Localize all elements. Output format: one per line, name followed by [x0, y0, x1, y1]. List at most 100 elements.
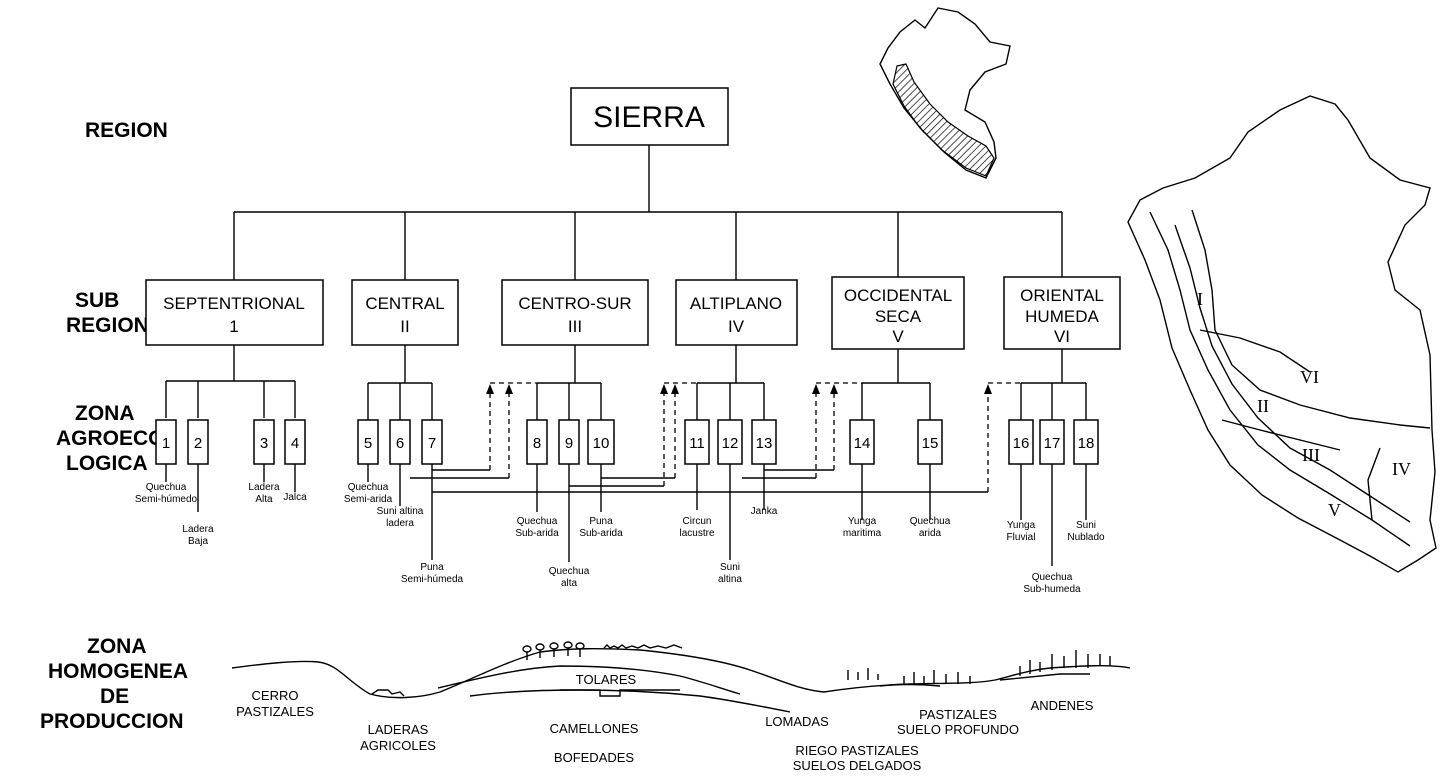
level-label-sub-region-1: SUB [75, 289, 119, 312]
map-label-v: V [1328, 500, 1341, 520]
zone-connectors [165, 345, 1087, 420]
zone-box [1073, 419, 1099, 465]
zone-label-line: Suni [1076, 520, 1096, 531]
zone-box [187, 419, 209, 465]
subregion-number: VI [1054, 327, 1070, 346]
root-node-box [570, 87, 729, 146]
subregion-box [501, 279, 649, 346]
zone-number: 15 [922, 435, 939, 452]
zone-label-line: Quechua [348, 482, 389, 493]
label-bofedades: BOFEDADES [554, 750, 635, 765]
tree-icons [522, 641, 585, 660]
zone-number: 18 [1078, 435, 1095, 452]
level-label-zona-agro-1: ZONA [75, 402, 135, 425]
zone-label-line: Ladera [248, 482, 280, 493]
subregion-name: CENTRO-SUR [518, 294, 631, 313]
subregion-name: SEPTENTRIONAL [163, 294, 305, 313]
zone-nodes: 1QuechuaSemi-húmedo2LaderaBaja3LaderaAlt… [135, 419, 1105, 595]
zone-label-line: Jalca [283, 492, 307, 503]
zone-label-line: Suni [720, 562, 740, 573]
label-suelo-profundo: SUELO PROFUNDO [897, 722, 1019, 737]
zone-number: 1 [162, 435, 170, 452]
cross-link-lines [410, 469, 988, 493]
subregion-node-6: ORIENTAL HUMEDA VI [1003, 276, 1121, 350]
zone-label-line: Semi-húmedo [135, 494, 198, 505]
map-label-i: I [1197, 289, 1203, 309]
map-label-vi: VI [1300, 367, 1319, 387]
zone-label-line: Fluvial [1007, 532, 1036, 543]
subregion-name: ORIENTAL [1020, 286, 1104, 305]
map-label-iv: IV [1392, 459, 1411, 479]
zone-label-line: Alta [255, 494, 273, 505]
large-peru-map: I II III IV V VI [1127, 95, 1437, 573]
subregion-box [145, 279, 324, 346]
zone-number: 8 [533, 435, 541, 452]
zone-label-line: Quechua [549, 566, 590, 577]
zone-label-line: alta [561, 578, 578, 589]
subregion-node-3: CENTRO-SUR III [501, 279, 649, 346]
zone-label-line: Puna [589, 516, 613, 527]
zone-label-line: Quechua [517, 516, 558, 527]
zone-number: 17 [1044, 435, 1061, 452]
subregion-name: CENTRAL [365, 294, 444, 313]
subregion-name-2: SECA [875, 307, 922, 326]
zone-label-line: Ladera [182, 524, 214, 535]
subregion-node-2: CENTRAL II [351, 279, 459, 346]
landscape-profile [231, 641, 1131, 713]
zone-label-line: arida [919, 528, 942, 539]
zone-box [1039, 419, 1065, 465]
label-camellones: CAMELLONES [550, 721, 639, 736]
subregion-name: ALTIPLANO [690, 294, 782, 313]
subregion-node-4: ALTIPLANO IV [675, 279, 798, 346]
zone-box [284, 419, 306, 465]
subregion-number: V [892, 327, 904, 346]
grass-tufts [603, 644, 1111, 684]
zone-label-line: lacustre [679, 528, 714, 539]
level-label-region: REGION [85, 119, 168, 142]
zone-label-line: Suni altina [377, 506, 424, 517]
zone-label-line: Sub-arida [579, 528, 623, 539]
zone-label-line: Circun [683, 516, 712, 527]
level-label-zona-agro-3: LOGICA [66, 452, 148, 475]
zone-label-line: Semi-arida [344, 494, 393, 505]
zone-number: 5 [364, 435, 372, 452]
zone-number: 9 [565, 435, 573, 452]
zone-label-line: Quechua [1032, 572, 1073, 583]
zone-label-line: Semi-húmeda [401, 574, 464, 585]
label-cerro: CERRO [252, 688, 299, 703]
label-riego: RIEGO PASTIZALES [795, 743, 919, 758]
zone-number: 10 [593, 435, 610, 452]
zone-box [558, 419, 580, 465]
zone-number: 4 [291, 435, 299, 452]
label-pastizales-2: PASTIZALES [919, 707, 997, 722]
zone-label-line: Janka [751, 506, 778, 517]
zone-number: 3 [260, 435, 268, 452]
subregion-box [1003, 276, 1121, 350]
subregion-box [831, 276, 965, 350]
zone-label-line: ladera [386, 518, 414, 529]
label-suelos-delgados: SUELOS DELGADOS [793, 758, 922, 773]
zone-box [587, 419, 615, 465]
subregion-number: III [568, 317, 582, 336]
zone-label-line: Baja [188, 536, 208, 547]
level-label-zona-homo-3: DE [100, 685, 129, 708]
subregion-box [351, 279, 459, 346]
level-label-zona-homo-1: ZONA [87, 635, 147, 658]
level-label-zona-homo-2: HOMOGENEA [48, 660, 188, 683]
